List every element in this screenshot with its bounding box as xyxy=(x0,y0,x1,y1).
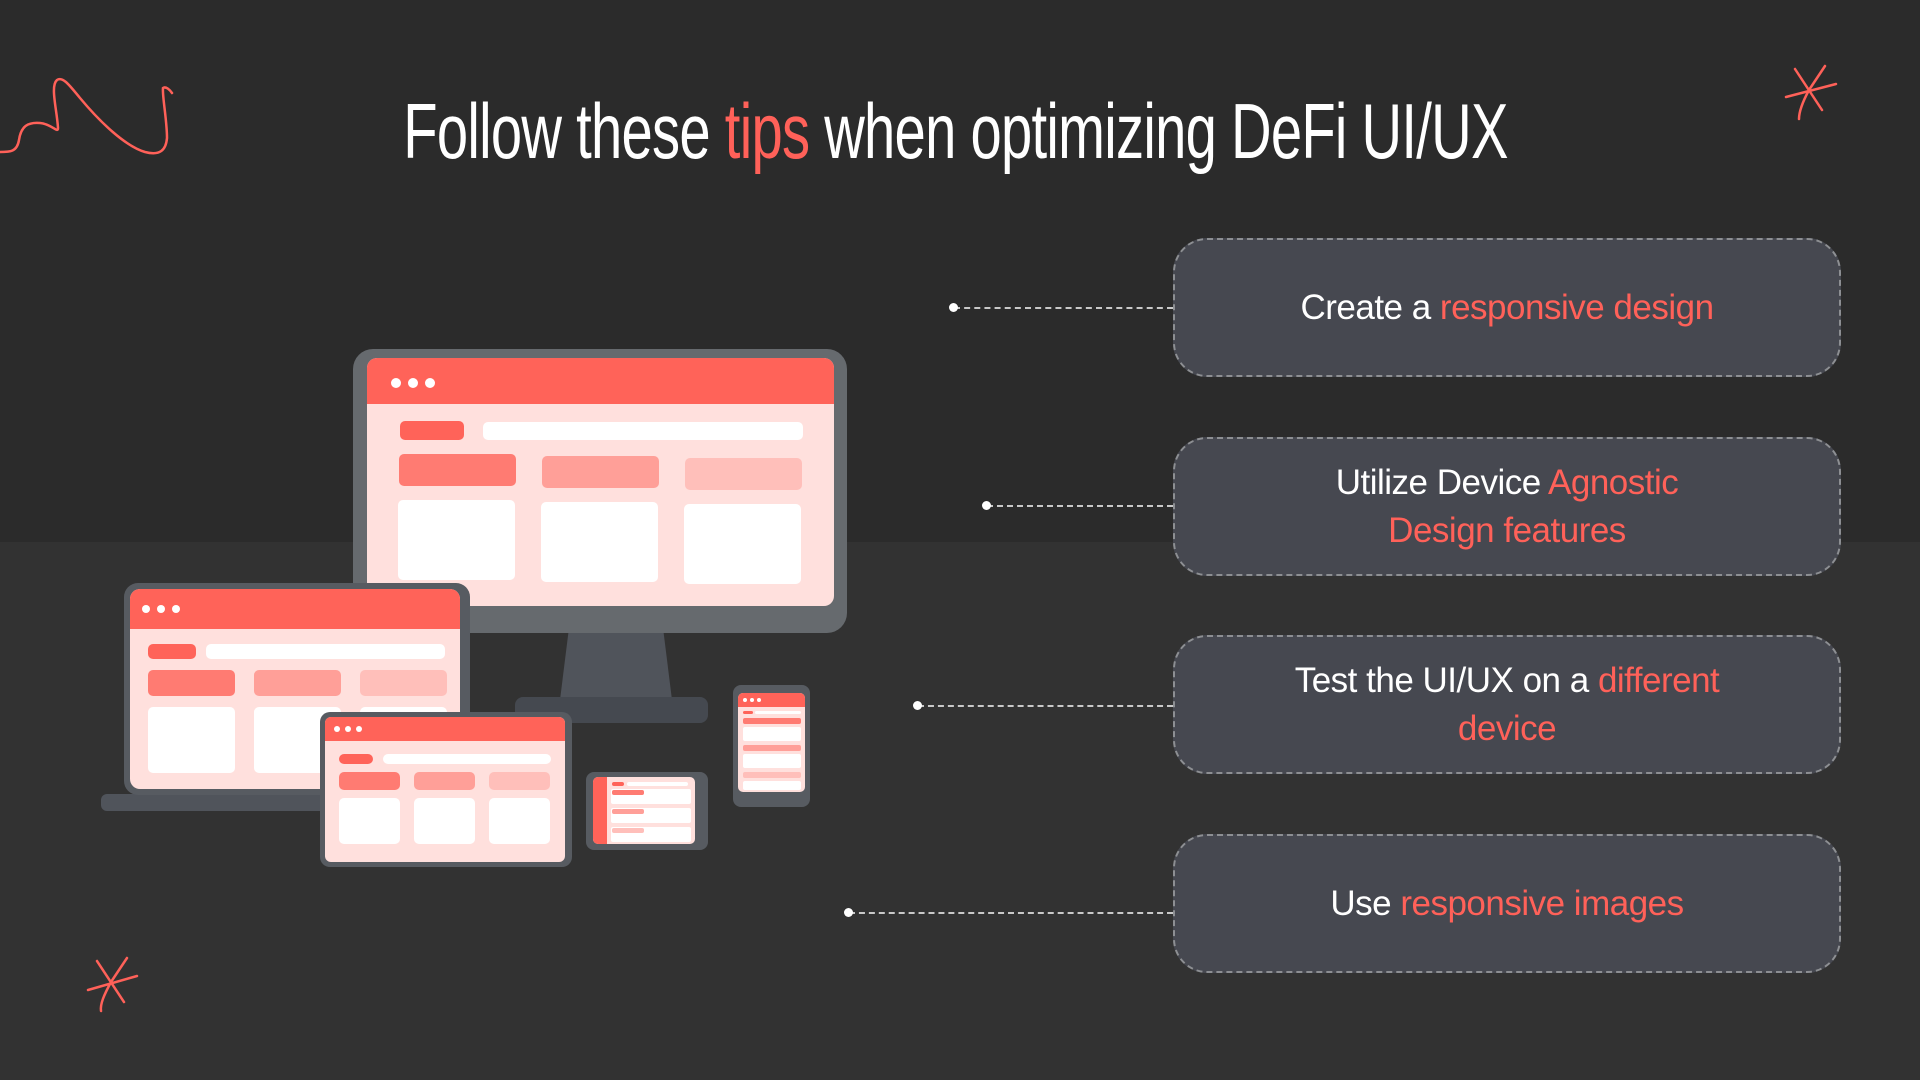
tip-card-4: Use responsive images xyxy=(1173,834,1841,973)
window-dots-icon xyxy=(743,698,761,702)
monitor-screen xyxy=(367,358,834,606)
laptop-base xyxy=(101,794,341,811)
tip-text: Create a xyxy=(1300,287,1440,327)
window-dots-icon xyxy=(142,605,180,613)
desktop-monitor xyxy=(353,349,847,633)
page-title: Follow these tips when optimizing DeFi U… xyxy=(264,88,1646,174)
tablet-screen xyxy=(325,717,565,862)
connector-dot-icon xyxy=(949,303,958,312)
star-icon-bottom-left xyxy=(86,956,139,1013)
tablet xyxy=(320,712,572,867)
title-text-after: when optimizing DeFi UI/UX xyxy=(809,87,1508,175)
title-text-before: Follow these xyxy=(403,87,725,175)
tip-card-2: Utilize Device Agnostic Design features xyxy=(1173,437,1841,576)
star-icon-top-right xyxy=(1784,64,1838,121)
monitor-stand xyxy=(560,628,672,700)
tip-text: Use xyxy=(1330,883,1401,923)
tip-text: Utilize Device xyxy=(1335,462,1549,502)
connector-dot-icon xyxy=(913,701,922,710)
phone-portrait xyxy=(733,685,810,807)
tip-accent: responsive design xyxy=(1439,287,1714,327)
squiggle-line-icon xyxy=(0,77,174,155)
connector-line-4 xyxy=(844,908,1173,917)
connector-line-3 xyxy=(913,701,1173,710)
tip-card-3: Test the UI/UX on a different device xyxy=(1173,635,1841,774)
tip-text: Test the UI/UX on a xyxy=(1294,660,1598,700)
connector-dot-icon xyxy=(844,908,853,917)
phone-portrait-screen xyxy=(738,693,805,792)
window-dots-icon xyxy=(334,726,362,732)
connector-line-2 xyxy=(982,501,1173,510)
connector-line-1 xyxy=(949,303,1173,312)
tip-card-1: Create a responsive design xyxy=(1173,238,1841,377)
phone-landscape xyxy=(586,772,708,850)
phone-landscape-screen xyxy=(593,777,695,844)
tip-accent: responsive images xyxy=(1400,883,1684,923)
title-accent: tips xyxy=(724,87,810,175)
tip-accent: Agnostic Design features xyxy=(1388,462,1679,550)
connector-dot-icon xyxy=(982,501,991,510)
window-dots-icon xyxy=(391,378,435,388)
tip-accent: different device xyxy=(1457,660,1720,748)
